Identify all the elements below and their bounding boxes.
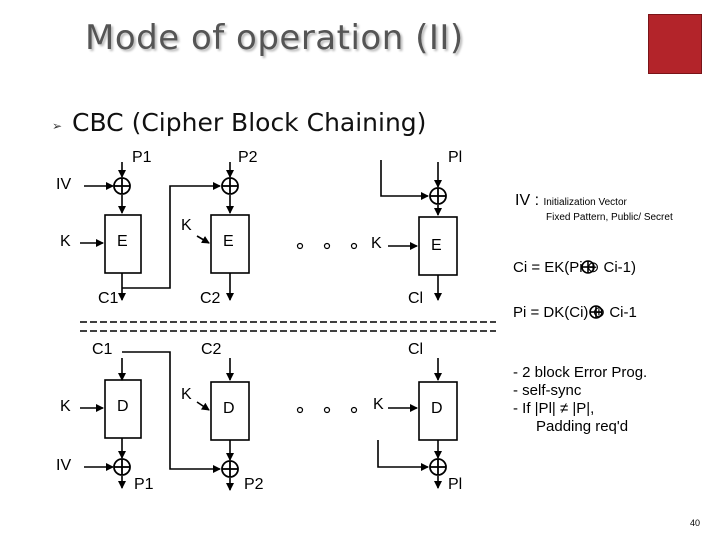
dec-d1-label: D [117,398,129,415]
dec-k1-label: K [60,398,71,415]
enc-pl-label: Pl [448,149,463,166]
dec-p2-label: P2 [244,476,264,493]
iv-definition: IV : Initialization Vector [515,192,627,210]
xor-icon [429,458,447,476]
dec-cl-label: Cl [408,341,424,358]
slide-title: Mode of operation (II) [85,18,464,58]
dec-d2-label: D [223,400,235,417]
enc-k2-label: K [181,217,192,234]
dec-iv-label: IV [56,457,72,474]
encrypt-equation: Ci = EK(Pi ⊕ Ci-1) [513,259,637,276]
d-box-1 [104,379,142,439]
note-error-prog: - 2 block Error Prog. [513,364,648,381]
enc-p2-label: P2 [238,149,258,166]
enc-c1-label: C1 [98,290,119,307]
xor-icon [221,177,239,195]
enc-k1-label: K [60,233,71,250]
xor-icon [581,260,595,274]
enc-k3-label: K [371,235,382,252]
enc-iv-label: IV [56,176,72,193]
note-padding-cond: - If |Pl| ≠ |P|, [513,400,595,417]
enc-e3-label: E [431,237,442,254]
logo-image [648,14,702,74]
iv-definition-sub: Fixed Pattern, Public/ Secret [546,212,673,223]
xor-icon [113,458,131,476]
enc-e1-label: E [117,233,128,250]
enc-p1-label: P1 [132,149,152,166]
decrypt-equation: Pi = DK(Ci) ⊕ Ci-1 [513,304,637,321]
enc-e2-label: E [223,233,234,250]
dec-k2-label: K [181,386,192,403]
iv-definition-prefix: IV : [515,192,544,209]
xor-icon [429,187,447,205]
dec-c1-label: C1 [92,341,113,358]
slide-heading: CBC (Cipher Block Chaining) [72,108,427,137]
dec-p1-label: P1 [134,476,154,493]
iv-definition-text: Initialization Vector [543,197,627,208]
bullet-arrow-icon: ➢ [52,119,63,133]
e-box-1 [104,214,142,274]
note-padding-req: Padding req'd [536,418,629,435]
page-number: 40 [690,518,701,528]
xor-icon [221,460,239,478]
dec-k3-label: K [373,396,384,413]
dec-c2-label: C2 [201,341,222,358]
enc-cl-label: Cl [408,290,424,307]
xor-icon [589,305,603,319]
note-self-sync: - self-sync [513,382,582,399]
dec-pl-label: Pl [448,476,463,493]
xor-icon [113,177,131,195]
enc-c2-label: C2 [200,290,221,307]
dec-d3-label: D [431,400,443,417]
